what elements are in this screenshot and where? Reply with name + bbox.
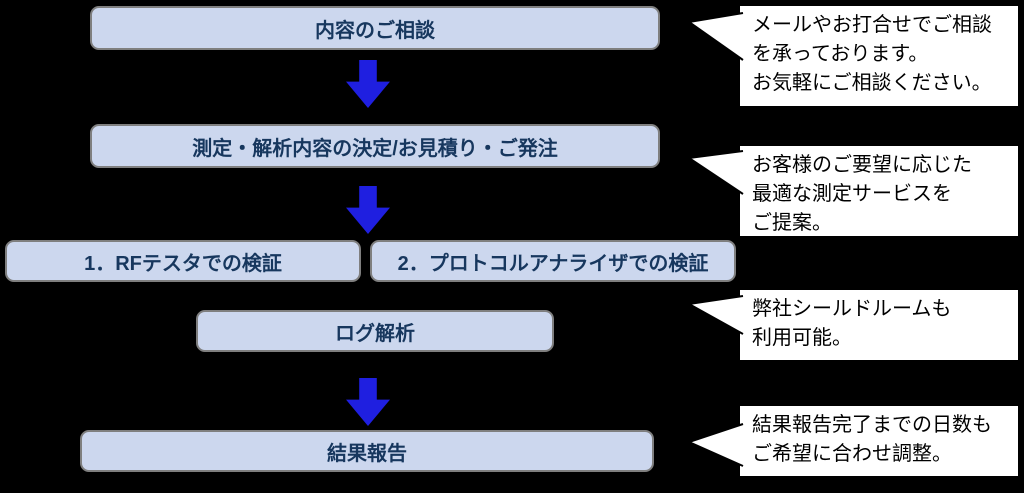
down-arrow-3 (346, 378, 390, 426)
flow-step-decision-quote-order-label: 測定・解析内容の決定/お見積り・ご発注 (192, 137, 558, 160)
callout-consultation-note: メールやお打合せでご相談 を承っております。 お気軽にご相談ください。 (686, 4, 1020, 108)
down-arrow-1 (346, 60, 390, 108)
flow-step-rf-tester-verification-label: 1．RFテスタでの検証 (84, 252, 282, 275)
flow-step-protocol-analyzer-verification: 2．プロトコルアナライザでの検証 (370, 240, 736, 282)
down-arrow-2 (346, 186, 390, 234)
callout-tail-icon (686, 423, 744, 467)
flow-step-result-report: 結果報告 (80, 430, 654, 472)
callout-schedule-adjust-note: 結果報告完了までの日数も ご希望に合わせ調整。 (686, 404, 1020, 478)
callout-shield-room-note: 弊社シールドルームも 利用可能。 (685, 288, 1020, 362)
callout-consultation-note-text: メールやお打合せでご相談 を承っております。 お気軽にご相談ください。 (752, 14, 992, 94)
flow-step-consultation-label: 内容のご相談 (315, 19, 435, 42)
callout-tail-icon (686, 150, 744, 195)
flow-step-rf-tester-verification: 1．RFテスタでの検証 (5, 240, 361, 282)
callout-schedule-adjust-note-text: 結果報告完了までの日数も ご希望に合わせ調整。 (752, 414, 992, 465)
callout-tail-icon (685, 295, 744, 335)
flow-step-consultation: 内容のご相談 (90, 6, 660, 50)
callout-shield-room-note-text: 弊社シールドルームも 利用可能。 (752, 298, 952, 349)
flow-step-result-report-label: 結果報告 (327, 442, 407, 465)
flow-step-log-analysis-label: ログ解析 (335, 322, 415, 345)
callout-service-proposal-note-text: お客様のご要望に応じた 最適な測定サービスを ご提案。 (752, 154, 972, 234)
callout-tail-icon (686, 12, 744, 61)
flow-step-log-analysis: ログ解析 (196, 310, 554, 352)
callout-service-proposal-note: お客様のご要望に応じた 最適な測定サービスを ご提案。 (686, 144, 1020, 238)
flow-step-protocol-analyzer-verification-label: 2．プロトコルアナライザでの検証 (397, 252, 709, 275)
flow-step-decision-quote-order: 測定・解析内容の決定/お見積り・ご発注 (90, 124, 660, 168)
